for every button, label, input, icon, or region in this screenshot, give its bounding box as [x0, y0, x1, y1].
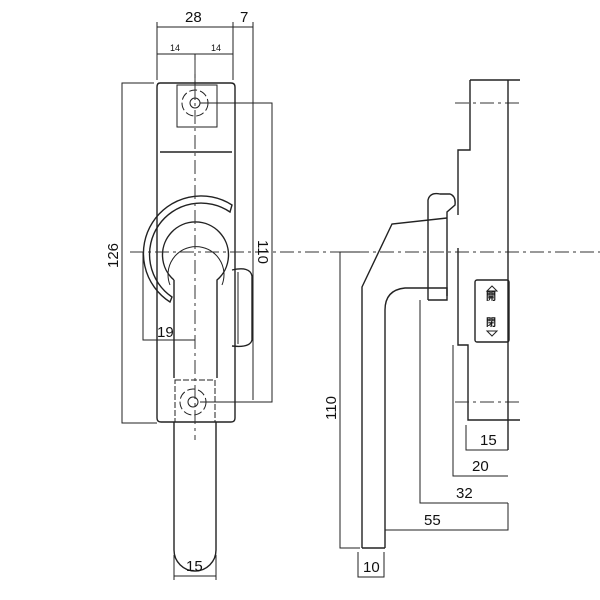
hook-ring — [142, 195, 233, 304]
dim-14-right: 14 — [211, 43, 221, 53]
lock-knob — [231, 268, 253, 348]
side-base-profile — [457, 79, 520, 421]
open-close-label-plate — [474, 279, 510, 343]
dim-7: 7 — [240, 9, 248, 26]
bottom-screw-hole — [187, 396, 199, 408]
label-open: 開 — [486, 291, 496, 303]
keyhole-inner — [167, 246, 225, 286]
dimension-side-height — [339, 251, 360, 549]
dim-15-side: 15 — [480, 432, 497, 449]
dim-32: 32 — [456, 485, 473, 502]
label-close: 閉 — [486, 317, 496, 329]
dimension-10 — [357, 552, 385, 578]
side-lever-body — [361, 217, 448, 548]
base-plate-outline — [156, 82, 236, 423]
dimension-width — [156, 22, 254, 400]
dimension-55 — [385, 503, 509, 531]
side-view: 開 閉 110 15 20 32 55 10 — [323, 79, 520, 578]
dimension-19 — [142, 252, 195, 341]
top-screw-recess — [176, 84, 218, 128]
dimension-height — [121, 82, 157, 424]
dim-126: 126 — [105, 243, 122, 268]
dim-28: 28 — [185, 9, 202, 26]
handle-grip — [173, 422, 217, 572]
dim-15-handle: 15 — [186, 558, 203, 575]
dim-110-front: 110 — [254, 240, 271, 264]
arrow-up-down-icon — [485, 285, 499, 337]
dimension-32 — [419, 300, 508, 504]
lever-keyhole — [161, 221, 230, 378]
dim-19: 19 — [157, 324, 174, 341]
side-hook — [427, 192, 456, 300]
dim-14-left: 14 — [170, 43, 180, 53]
dim-55: 55 — [424, 512, 441, 529]
dim-10: 10 — [363, 559, 380, 576]
dim-110-side: 110 — [323, 396, 340, 420]
dimension-20 — [452, 345, 508, 477]
dimension-screw-pitch — [200, 102, 273, 403]
front-view: 28 7 14 14 15 126 110 — [105, 9, 600, 580]
dimension-15 — [465, 425, 508, 451]
dim-20: 20 — [472, 458, 489, 475]
